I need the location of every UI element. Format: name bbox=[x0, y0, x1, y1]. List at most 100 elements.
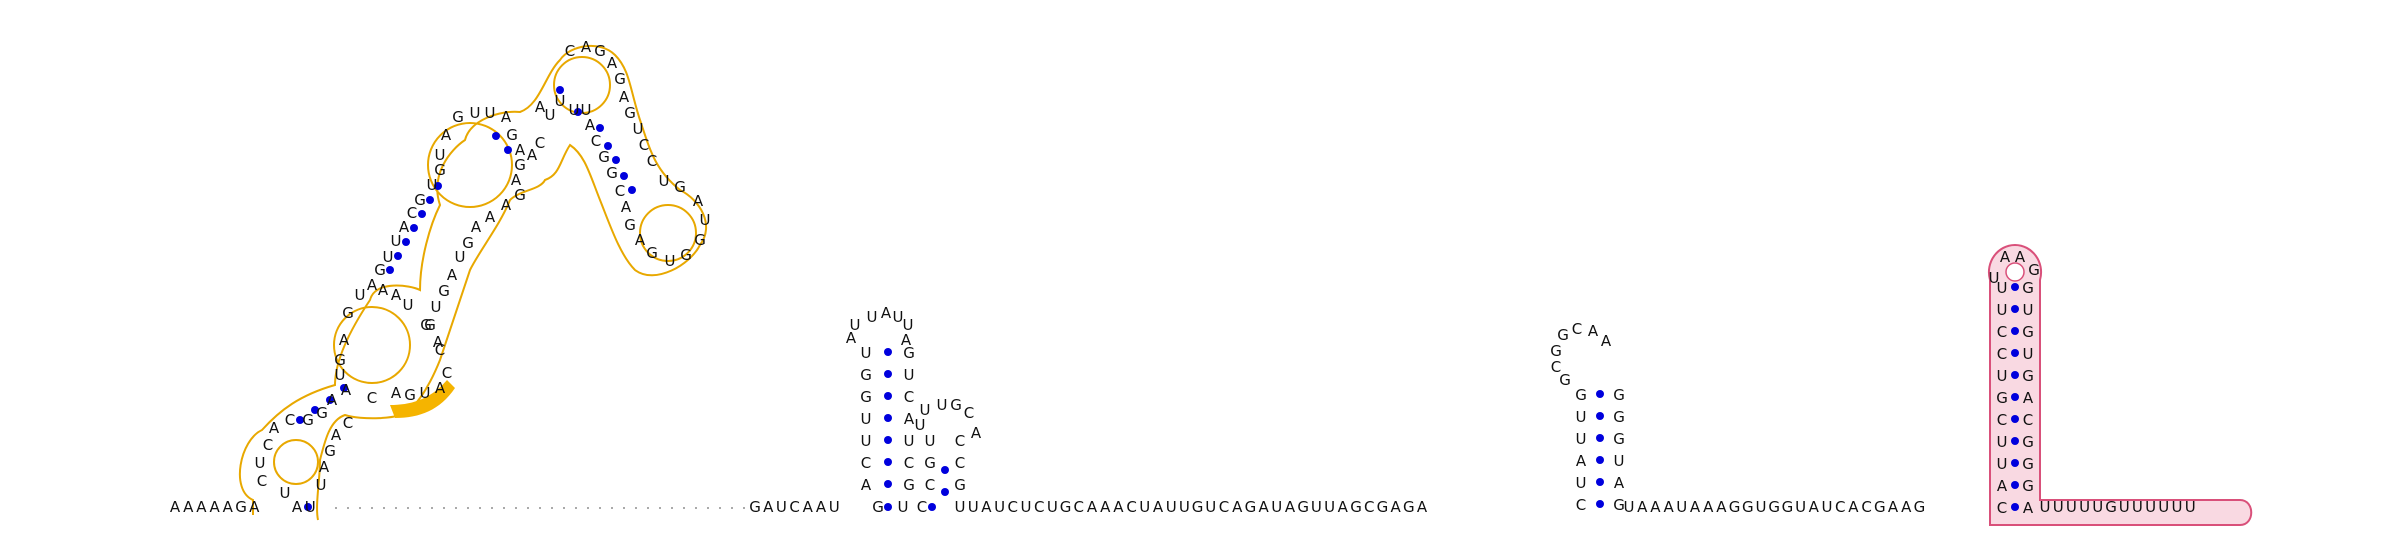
five-prime-nucleotide: A bbox=[170, 498, 181, 516]
pink-hairpin-stem-nucleotide: U bbox=[2023, 345, 2034, 363]
pink-hairpin-loop bbox=[2005, 262, 2025, 282]
hairpin-3-stem-nucleotide: G bbox=[1613, 430, 1625, 448]
yellow-domain-loop-bottom bbox=[273, 439, 319, 485]
yellow-domain-nucleotide: C bbox=[639, 136, 649, 154]
yellow-domain-pair-dot bbox=[596, 124, 604, 132]
yellow-domain-nucleotide: A bbox=[621, 198, 632, 216]
base-line-nucleotide: G bbox=[1914, 498, 1926, 516]
base-line-nucleotide: A bbox=[1100, 498, 1111, 516]
yellow-domain-nucleotide: G bbox=[614, 70, 626, 88]
yellow-domain-nucleotide: U bbox=[435, 146, 446, 164]
pink-hairpin-stem-nucleotide: U bbox=[1997, 433, 2008, 451]
base-line-nucleotide: A bbox=[1888, 498, 1899, 516]
hairpin-3-pair-dot bbox=[1596, 390, 1604, 398]
base-line-nucleotide: A bbox=[1258, 498, 1269, 516]
hairpin-1-loop-nucleotide: A bbox=[881, 304, 892, 322]
hairpin-3-loop-nucleotide: G bbox=[1550, 342, 1562, 360]
base-line-nucleotide: A bbox=[1338, 498, 1349, 516]
hairpin-1-stem-nucleotide: A bbox=[861, 476, 872, 494]
pink-hairpin-stem-nucleotide: U bbox=[1997, 301, 2008, 319]
base-line-nucleotide: U bbox=[1021, 498, 1032, 516]
yellow-domain-nucleotide: G bbox=[424, 316, 436, 334]
yellow-domain-nucleotide: C bbox=[565, 42, 575, 60]
yellow-domain-loop-mid bbox=[333, 306, 411, 384]
pink-hairpin-stem-nucleotide: C bbox=[2023, 411, 2033, 429]
yellow-domain-nucleotide: G bbox=[414, 191, 426, 209]
hairpin-2-stem-nucleotide: U bbox=[925, 432, 936, 450]
yellow-domain-nucleotide: U bbox=[391, 232, 402, 250]
yellow-domain-pair-dot bbox=[604, 142, 612, 150]
yellow-domain-nucleotide: U bbox=[255, 454, 266, 472]
base-line-nucleotide: G bbox=[749, 498, 761, 516]
pink-tail-nucleotide: U bbox=[2040, 498, 2051, 516]
base-line-nucleotide: U bbox=[1822, 498, 1833, 516]
yellow-domain-nucleotide: G bbox=[514, 156, 526, 174]
base-line-nucleotide: G bbox=[1729, 498, 1741, 516]
five-prime-nucleotide: A bbox=[249, 498, 260, 516]
base-line-nucleotide: A bbox=[1809, 498, 1820, 516]
base-line-nucleotide: A bbox=[1087, 498, 1098, 516]
yellow-domain-nucleotide: G bbox=[420, 316, 432, 334]
yellow-domain-pair-dot bbox=[556, 86, 564, 94]
yellow-domain-pair-dot bbox=[628, 186, 636, 194]
yellow-domain-nucleotide: G bbox=[624, 216, 636, 234]
pink-tail-nucleotide: G bbox=[2105, 498, 2117, 516]
hairpin-1-stem-nucleotide: A bbox=[904, 410, 915, 428]
yellow-domain-outline bbox=[238, 44, 707, 521]
yellow-domain-nucleotide: G bbox=[316, 404, 328, 422]
yellow-domain-nucleotide: A bbox=[269, 419, 280, 437]
hairpin-3-pair-dot bbox=[1596, 500, 1604, 508]
pink-tail-nucleotide: U bbox=[2092, 498, 2103, 516]
hairpin-2-loop-nucleotide: G bbox=[950, 396, 962, 414]
hairpin-3-loop-nucleotide: C bbox=[1572, 320, 1582, 338]
hairpin-1-loop-nucleotide: A bbox=[901, 331, 912, 349]
hairpin-1-loop-nucleotide: U bbox=[867, 308, 878, 326]
yellow-stem-pair-dot bbox=[304, 503, 312, 511]
hairpin-2-stem-nucleotide: C bbox=[925, 476, 935, 494]
base-line-nucleotide: C bbox=[1008, 498, 1018, 516]
pink-tail-nucleotide: U bbox=[2132, 498, 2143, 516]
yellow-domain-nucleotide: U bbox=[470, 104, 481, 122]
pink-hairpin-stem-nucleotide: C bbox=[1997, 345, 2007, 363]
yellow-domain-nucleotide: C bbox=[343, 414, 353, 432]
yellow-domain-pair-dot bbox=[434, 182, 442, 190]
pink-hairpin-stem-nucleotide: U bbox=[1997, 367, 2008, 385]
yellow-domain-nucleotide: G bbox=[462, 234, 474, 252]
pink-hairpin-stem-nucleotide: U bbox=[2023, 301, 2034, 319]
yellow-domain-nucleotide: U bbox=[383, 248, 394, 266]
pink-hairpin-stem-nucleotide: G bbox=[2022, 323, 2034, 341]
pink-hairpin-stem-nucleotide: U bbox=[1997, 455, 2008, 473]
yellow-domain-nucleotide: A bbox=[635, 231, 646, 249]
yellow-domain-nucleotide: G bbox=[624, 104, 636, 122]
pink-tail-nucleotide: U bbox=[2119, 498, 2130, 516]
pink-hairpin-pair-dot bbox=[2011, 393, 2019, 401]
yellow-domain-nucleotide: A bbox=[515, 141, 526, 159]
hairpin-3-pair-dot bbox=[1596, 412, 1604, 420]
pink-hairpin-stem-nucleotide: G bbox=[2022, 455, 2034, 473]
hairpin-1-pair-dot bbox=[884, 414, 892, 422]
yellow-domain-nucleotide: U bbox=[420, 384, 431, 402]
hairpin-2-loop-nucleotide: U bbox=[937, 396, 948, 414]
yellow-domain-nucleotide: A bbox=[607, 54, 618, 72]
yellow-domain-loop-upper bbox=[427, 122, 513, 208]
pink-hairpin-stem-nucleotide: U bbox=[1997, 279, 2008, 297]
yellow-domain-pair-dot bbox=[296, 416, 304, 424]
base-line-nucleotide: U bbox=[1676, 498, 1687, 516]
yellow-domain-nucleotide: A bbox=[527, 146, 538, 164]
pink-tail-nucleotide: U bbox=[2145, 498, 2156, 516]
pink-hairpin-loop-nucleotide: G bbox=[2028, 261, 2040, 279]
hairpin-2-loop-nucleotide: U bbox=[915, 416, 926, 434]
yellow-domain-pair-dot bbox=[386, 266, 394, 274]
base-line-nucleotide: U bbox=[1624, 498, 1635, 516]
hairpin-2-loop-nucleotide: C bbox=[964, 404, 974, 422]
hairpin-3-stem-nucleotide: U bbox=[1576, 408, 1587, 426]
base-line-nucleotide: C bbox=[789, 498, 799, 516]
pink-hairpin-pair-dot bbox=[2011, 481, 2019, 489]
yellow-domain-nucleotide: U bbox=[316, 476, 327, 494]
yellow-domain-nucleotide: A bbox=[433, 333, 444, 351]
hairpin-3-loop-nucleotide: G bbox=[1559, 371, 1571, 389]
yellow-domain-nucleotide: G bbox=[452, 108, 464, 126]
hairpin-1-stem-nucleotide: U bbox=[861, 410, 872, 428]
pink-hairpin-pair-dot bbox=[2011, 415, 2019, 423]
base-line-nucleotide: A bbox=[1637, 498, 1648, 516]
